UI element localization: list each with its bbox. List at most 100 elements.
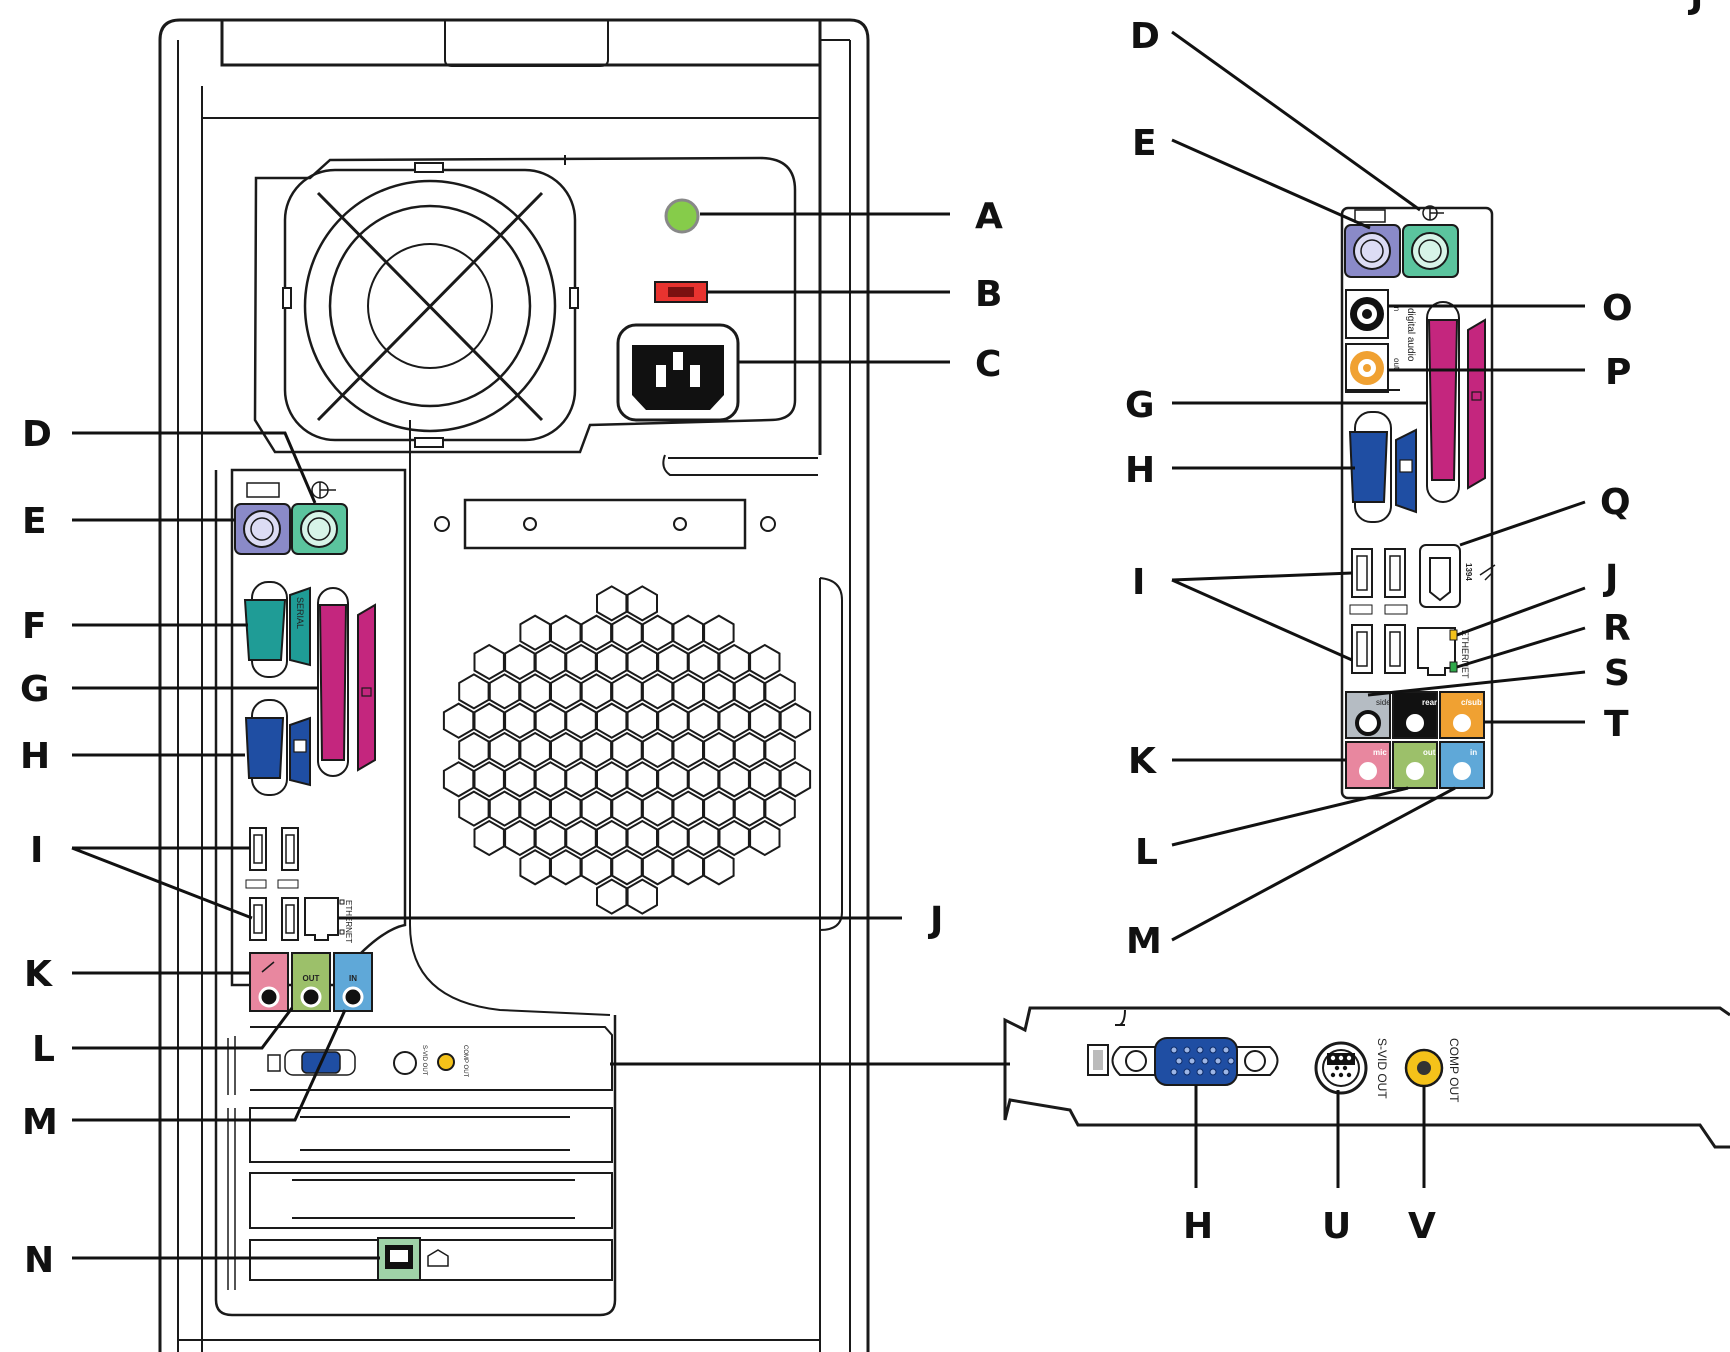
vent-hole (657, 761, 689, 798)
callout-k-left: K (24, 954, 53, 995)
vent-hole (473, 761, 505, 798)
vent-hole (580, 673, 613, 710)
vent-hole (641, 673, 674, 710)
vent-hole (550, 731, 582, 769)
callout-b: B (975, 274, 1002, 315)
vent-hole (626, 761, 658, 798)
side-label: side (1376, 698, 1391, 707)
callout-e-right: E (1132, 123, 1157, 164)
video-card-slot: S-VID OUT COMP OUT (227, 1026, 613, 1095)
svideo-pin (1330, 1055, 1336, 1061)
expansion-slots (227, 1107, 613, 1290)
parallel-port[interactable] (317, 587, 376, 777)
firewire-1394-port[interactable]: 1394 (1419, 544, 1496, 608)
vent-hole (550, 849, 582, 886)
psu-fan-grill (282, 162, 579, 448)
callout-u: U (1322, 1206, 1351, 1247)
side-speaker-jack[interactable]: side (1345, 691, 1391, 739)
line-out-jack[interactable]: out (1392, 741, 1438, 789)
line-in-jack[interactable]: IN (333, 952, 373, 1012)
line-in-jack[interactable]: in (1439, 741, 1485, 789)
vent-hole (611, 614, 643, 651)
digital-audio-in-port[interactable] (1345, 289, 1389, 339)
computer-case (158, 18, 870, 1352)
callout-m-right: M (1126, 921, 1162, 962)
vent-hole (718, 819, 750, 857)
vent-hole (580, 731, 613, 769)
ps2-mouse-port[interactable] (291, 481, 348, 555)
power-connector[interactable] (616, 323, 740, 422)
ps2-mouse-port[interactable] (1402, 205, 1459, 278)
ethernet-label: ETHERNET (344, 900, 353, 943)
vent-hole (718, 702, 750, 739)
ethernet-port[interactable]: ETHERNET (304, 897, 353, 943)
ps2-keyboard-port[interactable] (1344, 209, 1401, 278)
usb-ports-lower[interactable] (249, 897, 299, 941)
parallel-port[interactable] (1426, 301, 1486, 503)
center-subwoofer-jack[interactable]: c/sub (1439, 691, 1485, 739)
usb-ports-lower[interactable] (1351, 624, 1406, 674)
ethernet-port[interactable]: ETHERNET (1417, 627, 1470, 679)
vent-hole (611, 673, 643, 710)
callout-e-left: E (22, 501, 47, 542)
vent-hole (550, 614, 582, 651)
printer-icon (1471, 391, 1482, 401)
vent-hole (733, 673, 766, 710)
left-io-panel: SERIAL (214, 468, 617, 1317)
vga-monitor-port[interactable] (1348, 411, 1417, 523)
vent-hole (641, 790, 674, 827)
vga-pin (1227, 1057, 1235, 1065)
svideo-pin (1346, 1072, 1352, 1078)
digital-in-label: in (1392, 305, 1401, 311)
callout-d-left: D (22, 414, 52, 455)
vent-hole (703, 849, 735, 886)
vent-hole (626, 585, 658, 622)
vent-hole (504, 761, 536, 798)
vga-pin (1222, 1046, 1230, 1054)
vent-hole (596, 761, 628, 798)
vga-pin (1196, 1046, 1204, 1054)
ps2-keyboard-port[interactable] (234, 482, 291, 555)
vent-hole (641, 849, 674, 886)
vent-hole (519, 849, 551, 886)
vent-hole (473, 819, 505, 857)
usb-ports-upper[interactable] (249, 827, 299, 871)
composite-out-port[interactable]: COMP OUT (1404, 1038, 1461, 1103)
callout-g-left: G (20, 669, 50, 710)
vga-port-card[interactable] (1111, 1037, 1279, 1086)
callout-h-card: H (1183, 1206, 1213, 1247)
vent-hole (641, 614, 674, 651)
digital-audio-out-port[interactable] (1345, 343, 1389, 393)
microphone-jack[interactable]: mic (1345, 741, 1391, 789)
vent-hole (764, 731, 796, 769)
callout-h-right: H (1125, 450, 1155, 491)
vent-hole (657, 702, 689, 739)
rear-speaker-jack[interactable]: rear (1392, 691, 1438, 739)
callout-n: N (24, 1240, 54, 1281)
microphone-jack[interactable] (249, 952, 289, 1012)
vent-hole (749, 819, 781, 857)
vga-pin (1209, 1046, 1217, 1054)
usb-ports-upper[interactable] (1351, 548, 1406, 598)
rear-label: rear (1422, 698, 1437, 707)
serial-port[interactable]: SERIAL (243, 581, 311, 678)
callout-m-left: M (22, 1102, 58, 1143)
callout-l-right: L (1135, 832, 1158, 873)
video-card-bracket: S-VID OUT COMP OUT (1003, 1006, 1730, 1149)
callout-g-right: G (1125, 385, 1155, 426)
svideo-pin (1334, 1065, 1340, 1071)
vent-hole (519, 731, 551, 769)
vent-hole (580, 849, 613, 886)
s-video-out-port[interactable]: S-VID OUT (1314, 1038, 1389, 1099)
voltage-select-switch[interactable] (654, 281, 708, 303)
modem-jack[interactable] (377, 1237, 449, 1281)
vent-hole (488, 731, 521, 769)
vent-hole (672, 849, 704, 886)
vga-monitor-port[interactable] (244, 699, 311, 796)
line-in-label: in (1470, 748, 1477, 757)
line-out-jack[interactable]: OUT (291, 952, 331, 1012)
expansion-slot-cover (434, 498, 776, 550)
callout-j-top: J (1687, 0, 1703, 17)
callout-k-right: K (1128, 741, 1157, 782)
vent-hole (749, 643, 781, 681)
